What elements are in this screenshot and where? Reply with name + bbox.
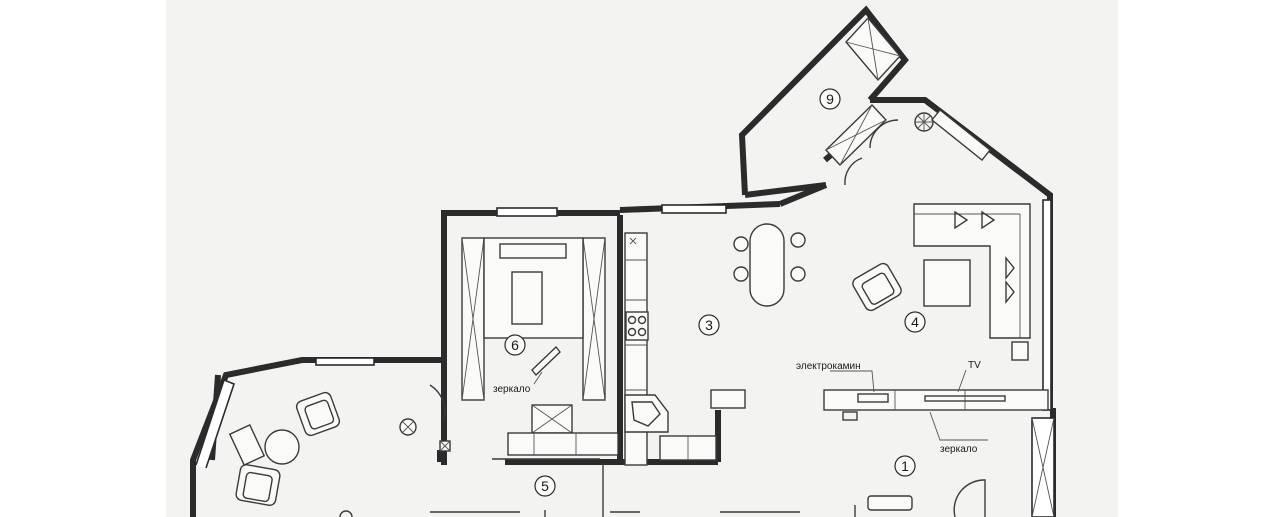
sofa	[913, 203, 1031, 339]
window	[315, 357, 375, 366]
mirror-label-bedroom: зеркало	[493, 384, 531, 395]
room-1-furniture	[854, 479, 986, 517]
left-room-furniture	[228, 384, 451, 517]
room-number-6: 6	[504, 334, 526, 356]
fireplace	[857, 393, 889, 403]
dining-table	[749, 223, 785, 307]
window	[496, 207, 558, 217]
room-number-text: 6	[511, 337, 519, 353]
door-swing	[869, 119, 899, 149]
mirror-label-living: зеркало	[940, 444, 978, 455]
room-number-text: 1	[901, 458, 909, 474]
door-swing	[429, 384, 446, 421]
door-swing	[844, 157, 863, 186]
tv	[924, 395, 1006, 402]
room-4-furniture	[823, 203, 1049, 441]
room-number-9: 9	[819, 88, 841, 110]
room-3-furniture	[624, 223, 806, 466]
corridor-5-details	[430, 458, 800, 517]
room-number-4: 4	[904, 311, 926, 333]
room-number-3: 3	[698, 314, 720, 336]
coffee-table	[923, 259, 971, 307]
room-6-furniture	[461, 237, 619, 456]
room-number-text: 9	[826, 91, 834, 107]
balcony-9-furniture	[825, 16, 901, 186]
room-number-1: 1	[894, 455, 916, 477]
mirror	[531, 345, 561, 377]
shelf	[931, 109, 991, 161]
room-number-5: 5	[534, 475, 556, 497]
door-swing	[953, 479, 986, 517]
armchair	[852, 262, 902, 312]
plant-icon	[914, 112, 934, 132]
room-number-text: 3	[705, 317, 713, 333]
room-number-text: 4	[911, 314, 919, 330]
round-table	[264, 429, 300, 465]
fireplace-label: электрокамин	[796, 361, 861, 372]
stove	[625, 311, 649, 341]
sink	[624, 394, 669, 433]
window	[661, 204, 727, 214]
tv-console	[823, 389, 1049, 411]
room-number-text: 5	[541, 478, 549, 494]
window	[1042, 199, 1052, 411]
tv-label: TV	[968, 360, 981, 371]
